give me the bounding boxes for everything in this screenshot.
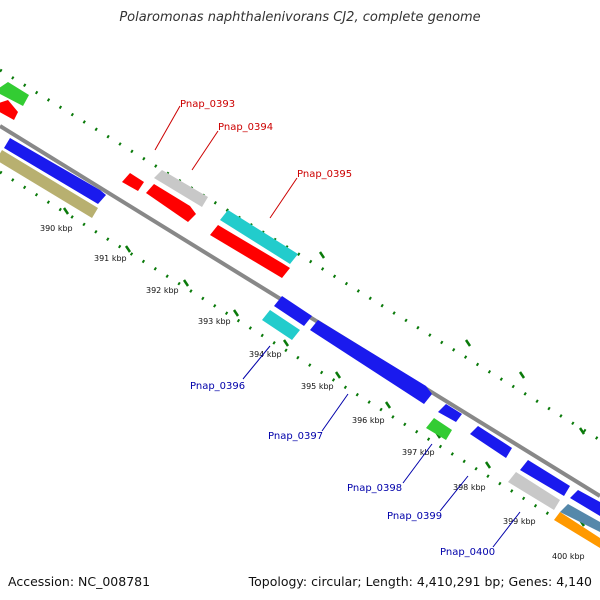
tick-label: 391 kbp [94, 254, 127, 263]
gene-arrow-red-small [122, 173, 144, 191]
gene-arrow-green-top [0, 82, 29, 106]
gene-arrow-cyan-0396 [262, 310, 300, 340]
tick-mark [578, 427, 586, 435]
tick-mark [384, 401, 392, 409]
gene-label-reverse: Pnap_0397 [268, 431, 323, 442]
tick-mark [182, 279, 190, 287]
tick-label: 390 kbp [40, 224, 73, 233]
tick-mark [282, 339, 290, 347]
reverse-gene-labels: Pnap_0396 Pnap_0397 Pnap_0398 Pnap_0399 … [190, 345, 521, 558]
forward-features [0, 82, 298, 278]
tick-mark [518, 371, 526, 379]
leader-line [242, 345, 271, 380]
gene-arrow-blue-right [570, 490, 600, 516]
gene-arrow-red-edge [0, 100, 18, 120]
gene-arrow-grey-0393 [154, 170, 208, 207]
leader-line [191, 130, 219, 171]
tick-label: 400 kbp [552, 552, 585, 561]
leader-line [492, 511, 521, 548]
tick-mark [62, 207, 70, 215]
gene-arrow-green-0398 [426, 418, 452, 440]
gene-arrow-blue-0397 [310, 320, 432, 404]
gene-label-reverse: Pnap_0396 [190, 381, 245, 392]
gene-arrow-red-0394 [146, 184, 196, 222]
accession-text: Accession: NC_008781 [8, 574, 151, 589]
leader-line [439, 475, 469, 512]
tick-mark [334, 371, 342, 379]
inner-dotted-track [0, 170, 600, 548]
tick-labels: 390 kbp 391 kbp 392 kbp 393 kbp 394 kbp … [40, 224, 585, 561]
gene-arrow-blue-0400a [520, 460, 570, 496]
tick-label: 393 kbp [198, 317, 231, 326]
outer-dotted-track [0, 68, 600, 442]
tick-label: 395 kbp [301, 382, 334, 391]
leader-line [402, 443, 433, 484]
gene-arrow-blue-0396 [274, 296, 312, 326]
tick-mark [318, 251, 326, 259]
tick-mark [464, 339, 472, 347]
gene-label-forward: Pnap_0395 [297, 169, 352, 180]
reverse-features [0, 138, 600, 548]
gene-label-forward: Pnap_0394 [218, 122, 273, 133]
gene-arrow-cyan-0395 [220, 210, 298, 264]
gene-arrow-blue-0398a [438, 404, 462, 422]
gene-arrow-grey-0400 [508, 472, 560, 510]
gene-label-reverse: Pnap_0400 [440, 547, 495, 558]
tick-label: 394 kbp [249, 350, 282, 359]
tick-label: 398 kbp [453, 483, 486, 492]
tick-mark [232, 309, 240, 317]
forward-gene-labels: Pnap_0393 Pnap_0394 Pnap_0395 [154, 99, 352, 219]
tick-mark [484, 461, 492, 469]
gene-arrow-blue-0399 [470, 426, 512, 458]
map-title: Polaromonas naphthalenivorans CJ2, compl… [119, 10, 481, 25]
gene-label-reverse: Pnap_0399 [387, 511, 442, 522]
leader-line [154, 105, 181, 151]
tick-label: 397 kbp [402, 448, 435, 457]
gene-label-reverse: Pnap_0398 [347, 483, 402, 494]
tick-mark [124, 245, 132, 253]
gene-arrow-olive [0, 150, 98, 218]
gene-arrow-blue-edge [4, 138, 106, 204]
leader-line [269, 177, 298, 219]
tick-label: 396 kbp [352, 416, 385, 425]
tick-label: 392 kbp [146, 286, 179, 295]
gene-arrow-steel [560, 504, 600, 532]
gene-arrow-red-0395 [210, 225, 290, 278]
leader-line [321, 393, 349, 432]
tick-marks [62, 207, 586, 527]
topology-text: Topology: circular; Length: 4,410,291 bp… [248, 574, 592, 589]
tick-label: 399 kbp [503, 517, 536, 526]
gene-label-forward: Pnap_0393 [180, 99, 235, 110]
gene-arrow-orange [554, 512, 600, 548]
